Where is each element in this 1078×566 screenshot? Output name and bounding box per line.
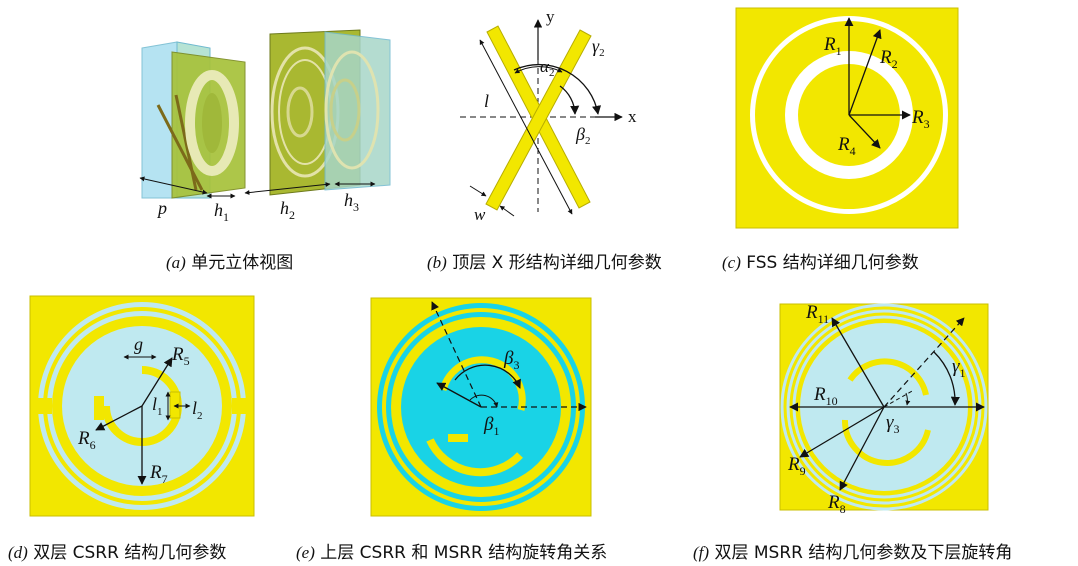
- fss-ring: [185, 70, 239, 176]
- arrow-R5: [141, 357, 173, 407]
- rear-ring: [324, 50, 380, 170]
- label-gamma1: γ1: [952, 356, 966, 380]
- dim-p: [139, 176, 208, 195]
- arc-gamma1: [933, 351, 960, 406]
- caption-b: (b) 顶层 X 形结构详细几何参数: [427, 253, 662, 273]
- arc-beta3: [454, 364, 521, 389]
- x-bar-2: [174, 94, 198, 191]
- label-p: p: [156, 198, 167, 218]
- csrr-split-ring: [102, 366, 182, 446]
- label-R5: R5: [171, 344, 190, 368]
- label-R10: R10: [813, 384, 838, 408]
- panel-a-3d-unit-view: p h1 h2 h3: [139, 29, 391, 224]
- arc-gamma3: [905, 392, 911, 406]
- msrr-split-ring-bottom: [841, 419, 931, 466]
- label-R2: R2: [879, 47, 898, 71]
- label-alpha2: α2: [540, 57, 554, 79]
- arrow-R2: [848, 29, 882, 116]
- arc-gamma2: [513, 63, 602, 115]
- label-x: x: [628, 107, 637, 126]
- label-w: w: [474, 205, 486, 224]
- csrr-stub-left: [94, 396, 104, 420]
- label-beta3: β3: [503, 348, 519, 372]
- panel-d-csrr: g R5 l1 l2 R6 R7: [29, 295, 255, 517]
- caption-d: (d) 双层 CSRR 结构几何参数: [8, 543, 227, 563]
- arc-beta2: [559, 85, 580, 115]
- label-g: g: [134, 334, 143, 354]
- panel-c-fss: R1 R2 R3 R4: [735, 7, 959, 229]
- arrow-R4: [848, 114, 881, 149]
- caption-c: (c) FSS 结构详细几何参数: [722, 253, 919, 273]
- dim-w-2: [499, 205, 515, 217]
- rot-stub: [448, 434, 468, 442]
- csrr-gap-left: [36, 398, 52, 414]
- arc-alpha2: [514, 66, 563, 74]
- label-beta1: β1: [483, 414, 499, 438]
- label-R8: R8: [827, 492, 846, 516]
- label-l: l: [484, 91, 489, 111]
- caption-f: (f) 双层 MSRR 结构几何参数及下层旋转角: [693, 543, 1013, 563]
- arc-beta1: [469, 394, 499, 408]
- label-h1: h1: [214, 200, 229, 224]
- label-R3: R3: [911, 107, 930, 131]
- label-R9: R9: [787, 454, 806, 478]
- panel-b-x-shape: y x l w α2 γ2 β2: [460, 7, 637, 224]
- rot-split-ring-top: [439, 356, 526, 411]
- arrow-R8: [839, 406, 885, 491]
- caption-e: (e) 上层 CSRR 和 MSRR 结构旋转角关系: [296, 543, 608, 563]
- label-h3: h3: [344, 190, 359, 214]
- label-R7: R7: [149, 462, 168, 486]
- panel-e-rotation: β3 β1: [370, 297, 592, 517]
- rot-split-ring-bottom: [426, 438, 523, 477]
- arrow-R9: [799, 406, 885, 458]
- panel-f-msrr: R11 γ1 R10 γ3 R9 R8: [779, 302, 989, 516]
- label-R4: R4: [837, 134, 856, 158]
- dim-h2: [244, 181, 331, 196]
- label-R1: R1: [823, 34, 842, 58]
- arrow-R6: [95, 405, 143, 431]
- rot-arrow-left: [436, 382, 482, 408]
- label-h2: h2: [280, 198, 295, 222]
- label-beta2: β2: [575, 124, 590, 147]
- label-y: y: [546, 7, 555, 26]
- rear-split-ring: [329, 78, 361, 142]
- arrow-R11: [831, 317, 885, 408]
- label-l2: l2: [192, 398, 203, 422]
- x-bar-1: [156, 104, 204, 191]
- dim-w-1: [469, 185, 487, 197]
- caption-a: (a) 单元立体视图: [166, 253, 294, 273]
- msrr-split-ring-top: [847, 358, 929, 396]
- dim-l: [479, 39, 573, 215]
- csrr-gap-right: [232, 398, 248, 414]
- label-gamma3: γ3: [886, 412, 900, 436]
- label-l1: l1: [152, 394, 163, 418]
- label-gamma2: γ2: [592, 36, 605, 59]
- fss-center: [202, 93, 222, 153]
- csrr-stub-right: [169, 391, 181, 419]
- label-R6: R6: [77, 428, 96, 452]
- back-split-ring: [286, 86, 314, 138]
- label-R11: R11: [805, 302, 829, 326]
- short-dashed: [883, 389, 915, 408]
